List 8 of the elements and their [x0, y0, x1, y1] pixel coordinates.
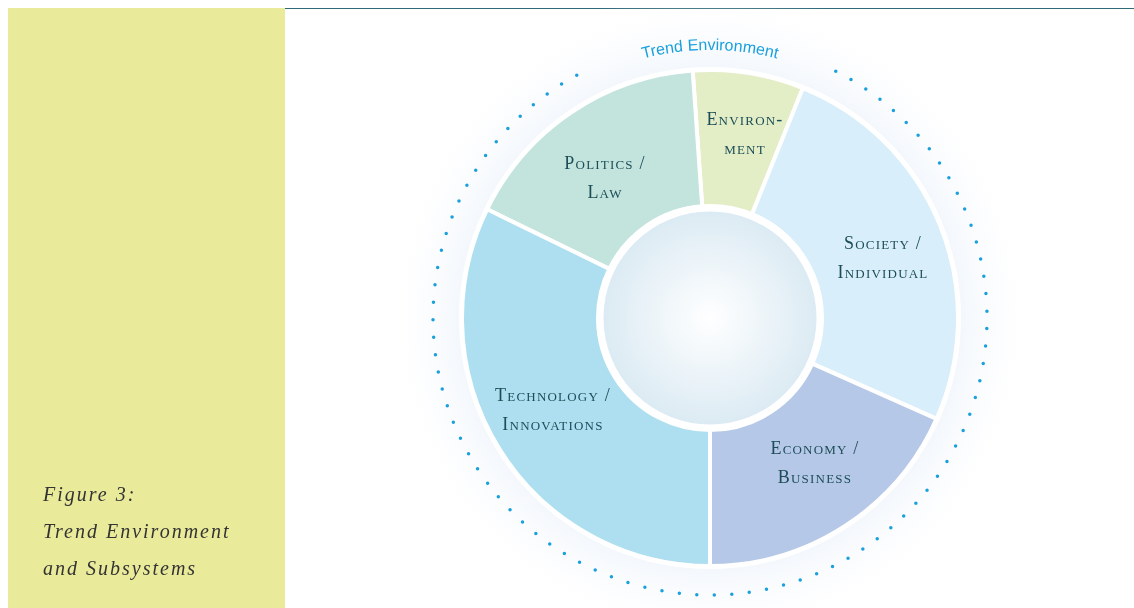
ring-title: Trend Environment — [639, 36, 781, 62]
segment-label: Economy / Business — [769, 437, 861, 489]
segment-label: Politics / Law — [563, 152, 647, 204]
dotted-ring — [431, 36, 989, 597]
segment-label: Technology / Innovations — [494, 384, 612, 436]
figure-caption: Figure 3: Trend Environment and Subsystems — [43, 482, 231, 582]
segment-label: Environ- ment — [707, 108, 783, 160]
segment-label: Society / Individual — [836, 232, 930, 284]
